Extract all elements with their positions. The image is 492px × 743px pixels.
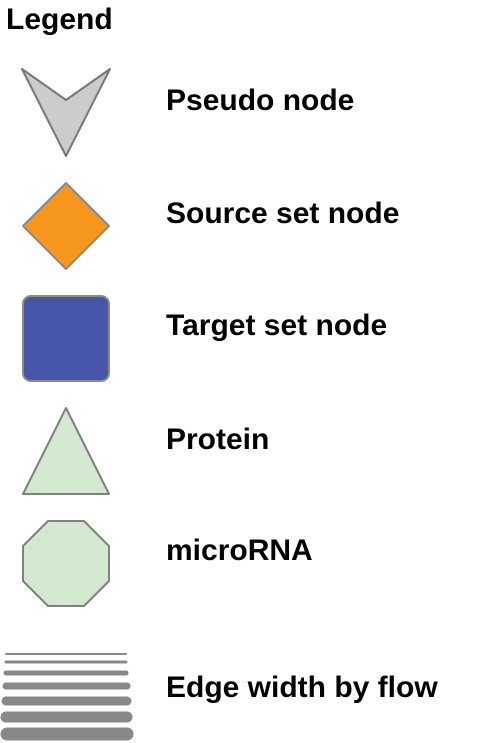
microrna-shape	[22, 520, 110, 607]
source-set-node-shape	[22, 182, 110, 270]
protein-shape	[22, 407, 110, 495]
legend-item-microrna: microRNA	[0, 518, 492, 610]
pseudo-node-shape	[21, 68, 111, 157]
legend-item-protein: Protein	[0, 405, 492, 499]
protein-icon	[22, 407, 110, 495]
legend-item-source-set-node: Source set node	[0, 181, 492, 273]
source-set-node-icon	[22, 182, 110, 270]
pseudo-node-icon	[21, 68, 111, 157]
edge-width-icon	[0, 653, 134, 741]
source-set-node-label: Source set node	[166, 197, 400, 230]
microrna-label: microRNA	[166, 534, 313, 567]
legend-item-pseudo-node: Pseudo node	[0, 66, 492, 162]
target-set-node-shape	[22, 295, 110, 382]
pseudo-node-label: Pseudo node	[166, 84, 355, 117]
protein-label: Protein	[166, 423, 270, 456]
legend-item-target-set-node: Target set node	[0, 293, 492, 385]
edge-width-label: Edge width by flow	[166, 671, 438, 704]
legend-title: Legend	[6, 3, 113, 36]
target-set-node-icon	[22, 295, 110, 382]
target-set-node-label: Target set node	[166, 309, 388, 342]
microrna-icon	[22, 520, 110, 607]
legend-item-edge-width: Edge width by flow	[0, 648, 492, 743]
